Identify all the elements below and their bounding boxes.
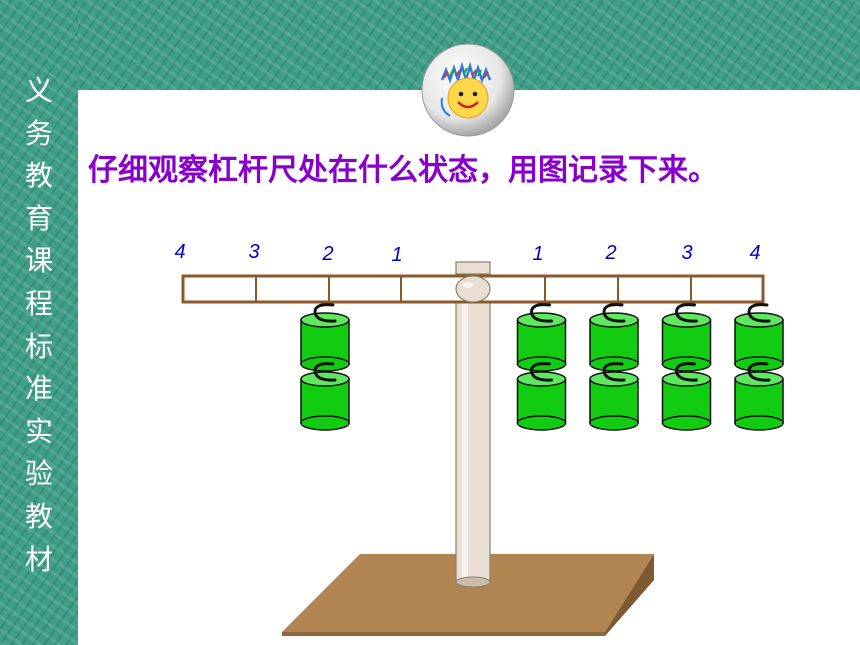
title-char: 准 xyxy=(24,372,53,406)
smiley-sun-logo-icon xyxy=(421,43,515,137)
top-decorative-band xyxy=(78,0,860,90)
title-char: 义 xyxy=(24,74,53,107)
title-char: 课 xyxy=(24,244,53,278)
hook-weight xyxy=(734,362,784,431)
title-char: 实 xyxy=(24,414,53,448)
hook-weight xyxy=(516,303,567,372)
right-label: 4 xyxy=(749,242,760,264)
title-char: 验 xyxy=(24,457,53,491)
right-label: 1 xyxy=(532,243,543,265)
weights-group xyxy=(300,303,784,431)
hook-weight xyxy=(516,362,567,431)
hook-weight xyxy=(734,303,784,372)
hook-weight xyxy=(589,362,639,431)
left-label: 1 xyxy=(391,244,402,266)
title-char: 务 xyxy=(24,116,53,150)
right-label: 2 xyxy=(604,242,616,264)
hook-weight xyxy=(300,362,350,431)
vertical-title: 义 务 教 育 课 程 标 准 实 验 教 材 xyxy=(0,70,78,581)
page-heading: 仔细观察杠杆尺处在什么状态，用图记录下来。 xyxy=(88,153,718,188)
title-char: 标 xyxy=(24,329,53,363)
left-label: 4 xyxy=(174,241,185,263)
hook-weight xyxy=(589,303,639,372)
lever-post xyxy=(455,261,491,588)
title-char: 教 xyxy=(24,159,53,193)
pivot-knob xyxy=(455,275,491,303)
left-label: 3 xyxy=(248,241,259,263)
right-label: 3 xyxy=(681,242,692,264)
hook-weight xyxy=(661,303,712,372)
title-char: 材 xyxy=(24,542,53,576)
hook-weight xyxy=(661,362,712,431)
title-char: 教 xyxy=(24,499,53,533)
left-label: 2 xyxy=(321,243,333,265)
position-labels: 4 3 2 1 1 2 3 4 xyxy=(174,241,760,266)
lever-base xyxy=(282,554,654,636)
title-char: 育 xyxy=(24,201,53,235)
left-decorative-band xyxy=(0,0,78,645)
title-char: 程 xyxy=(24,286,53,320)
hook-weight xyxy=(300,303,350,372)
